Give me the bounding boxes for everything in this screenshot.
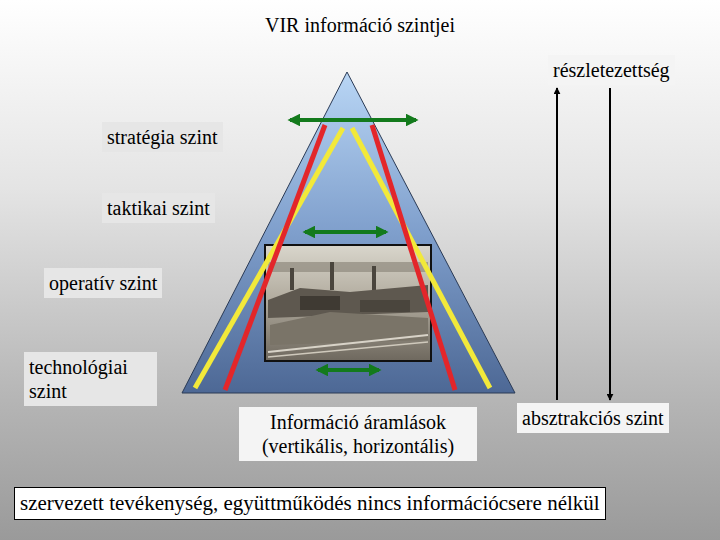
node-text: technológiai szint [29,355,152,403]
horizontal-flow-arrow [305,230,386,234]
axis-label-box: absztrakciós szint [517,403,669,433]
node-text: taktikai szint [107,196,210,220]
node-text: operatív szint [49,271,157,295]
level-label-box: taktikai szint [102,193,215,223]
node-text: Információ áramlások (vertikális, horizo… [244,410,472,458]
flow-line [225,125,325,390]
pyramid [182,72,515,393]
horizontal-flow-arrow [290,118,416,122]
level-label-box: operatív szint [44,268,162,298]
level-label-box: technológiai szint [24,352,157,406]
horizontal-flow-arrow [318,368,379,372]
axis-arrow [556,88,558,400]
flow-line [352,128,490,388]
node-text: részletezettség [553,58,670,82]
slide-title: VIR információ szintjei [0,14,720,37]
level-label-box: stratégia szint [102,122,223,152]
node-text: stratégia szint [107,125,218,149]
axis-arrow [609,88,611,400]
statement-box: szervezett tevékenység, együttműködés ni… [14,487,606,520]
flow-line [195,128,343,388]
factory-picture [265,245,431,361]
node-text: szervezett tevékenység, együttműködés ni… [20,491,600,516]
flow-line [372,125,455,390]
flow-caption-box: Információ áramlások (vertikális, horizo… [239,407,477,461]
node-text: absztrakciós szint [522,406,664,430]
axis-label-box: részletezettség [548,55,675,85]
